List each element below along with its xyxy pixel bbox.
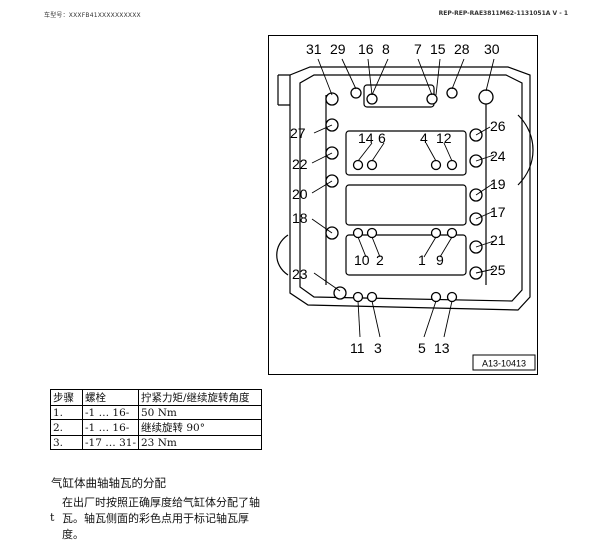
paragraph-line: 度。 (62, 528, 84, 541)
cell-torque: 23 Nm (138, 435, 262, 450)
paragraph-line: 在出厂时按照正确厚度给气缸体分配了轴 (62, 496, 260, 509)
paragraph-line: 瓦。轴瓦侧面的彩色点用于标记轴瓦厚 (62, 512, 249, 525)
callout-2: 2 (376, 252, 384, 268)
cell-step: 1. (50, 405, 83, 420)
cell-torque: 继续旋转 90° (138, 419, 262, 436)
callout-19: 19 (490, 176, 506, 192)
header-vehicle-code: 车型号：XXXFB41XXXXXXXXXX (44, 12, 141, 19)
header-document-ref: REP-REP-RAE3811M62-1131051A V - 1 (438, 10, 568, 17)
bearing-cap-bolt-figure: 31 29 16 8 7 15 28 30 27 26 14 6 4 12 22… (268, 35, 538, 375)
cell-step: 3. (50, 435, 83, 450)
col-header-step: 步骤 (50, 389, 83, 406)
table-row: 1. -1 … 16- 50 Nm (50, 405, 262, 420)
figure-frame (268, 35, 538, 375)
callout-17: 17 (490, 204, 506, 220)
leader-lines (311, 58, 495, 338)
callout-22: 22 (292, 156, 308, 172)
section-paragraph: 在出厂时按照正确厚度给气缸体分配了轴 瓦。轴瓦侧面的彩色点用于标记轴瓦厚 度。 (62, 495, 282, 543)
callout-15: 15 (430, 41, 446, 57)
callout-4: 4 (420, 130, 428, 146)
callout-21: 21 (490, 232, 506, 248)
callout-3: 3 (374, 340, 382, 356)
cell-bolt: -1 … 16- (82, 419, 139, 436)
callout-23: 23 (292, 266, 308, 282)
callout-5: 5 (418, 340, 426, 356)
table-row: 3. -17 … 31- 23 Nm (50, 435, 262, 450)
figure-id-box (472, 354, 536, 371)
callout-28: 28 (454, 41, 470, 57)
callout-labels: 31 29 16 8 7 15 28 30 27 26 14 6 4 12 22… (290, 41, 506, 356)
bolt-heads (325, 87, 494, 303)
callout-31: 31 (306, 41, 322, 57)
section-title: 气缸体曲轴轴瓦的分配 (51, 476, 166, 490)
figure-id: A13-10413 (482, 359, 526, 369)
callout-26: 26 (490, 118, 506, 134)
callout-1: 1 (418, 252, 426, 268)
callout-29: 29 (330, 41, 346, 57)
callout-20: 20 (292, 186, 308, 202)
table-header-row: 步骤 螺栓 拧紧力矩/继续旋转角度 (50, 389, 262, 406)
crankcase-outline (276, 66, 534, 311)
torque-spec-table: 步骤 螺栓 拧紧力矩/继续旋转角度 1. -1 … 16- 50 Nm 2. -… (50, 389, 262, 450)
callout-11: 11 (350, 340, 365, 356)
cell-step: 2. (50, 419, 83, 436)
callout-30: 30 (484, 41, 500, 57)
cell-bolt: -17 … 31- (82, 435, 139, 450)
cell-torque: 50 Nm (138, 405, 262, 420)
callout-14: 14 (358, 130, 374, 146)
callout-18: 18 (292, 210, 308, 226)
callout-7: 7 (414, 41, 422, 57)
paragraph-marker: t (50, 511, 55, 524)
callout-12: 12 (436, 130, 452, 146)
table-row: 2. -1 … 16- 继续旋转 90° (50, 419, 262, 436)
cell-bolt: -1 … 16- (82, 405, 139, 420)
callout-13: 13 (434, 340, 450, 356)
callout-16: 16 (358, 41, 374, 57)
callout-6: 6 (378, 130, 386, 146)
col-header-bolt: 螺栓 (82, 389, 139, 406)
col-header-torque: 拧紧力矩/继续旋转角度 (138, 389, 262, 406)
callout-8: 8 (382, 41, 390, 57)
callout-10: 10 (354, 252, 370, 268)
callout-25: 25 (490, 262, 506, 278)
callout-27: 27 (290, 125, 306, 141)
callout-24: 24 (490, 148, 506, 164)
callout-9: 9 (436, 252, 444, 268)
